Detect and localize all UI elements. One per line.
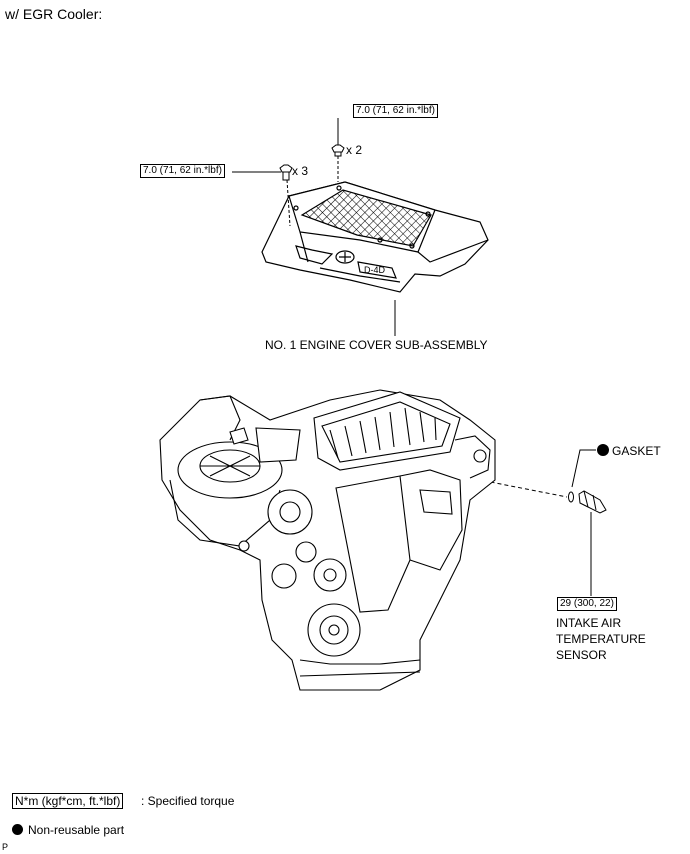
engine-cover-drawing: D-4D (261, 181, 489, 293)
cover-bolt-quantity: x 3 (292, 164, 309, 178)
cover-bolt-torque-spec: 7.0 (71, 62 in.*lbf) (140, 164, 225, 178)
intake-air-temperature-sensor-drawing (568, 490, 607, 514)
legend-dot-icon (12, 824, 23, 835)
page-heading: w/ EGR Cooler: (5, 6, 103, 22)
sensor-label-line: INTAKE AIR (556, 616, 622, 630)
legend-nonreusable: Non-reusable part (28, 823, 125, 837)
legend-torque-meaning: : Specified torque (141, 794, 235, 808)
cover-nut-quantity: x 2 (346, 143, 363, 157)
legend-torque-units: N*m (kgf*cm, ft.*lbf) (12, 793, 124, 809)
engine-assembly-drawing (159, 389, 496, 691)
sensor-label-line: TEMPERATURE (556, 632, 646, 646)
non-reusable-dot-icon (597, 444, 609, 456)
svg-text:D-4D: D-4D (364, 265, 386, 275)
engine-cover-label: NO. 1 ENGINE COVER SUB-ASSEMBLY (265, 338, 488, 352)
corner-code: P (2, 842, 9, 852)
sensor-torque-spec: 29 (300, 22) (557, 597, 617, 611)
cover-nut-torque-spec: 7.0 (71, 62 in.*lbf) (353, 104, 438, 118)
sensor-label: INTAKE AIR TEMPERATURE SENSOR (556, 615, 646, 663)
gasket-label: GASKET (612, 444, 661, 458)
cover-bolts (279, 144, 345, 181)
sensor-label-line: SENSOR (556, 648, 607, 662)
